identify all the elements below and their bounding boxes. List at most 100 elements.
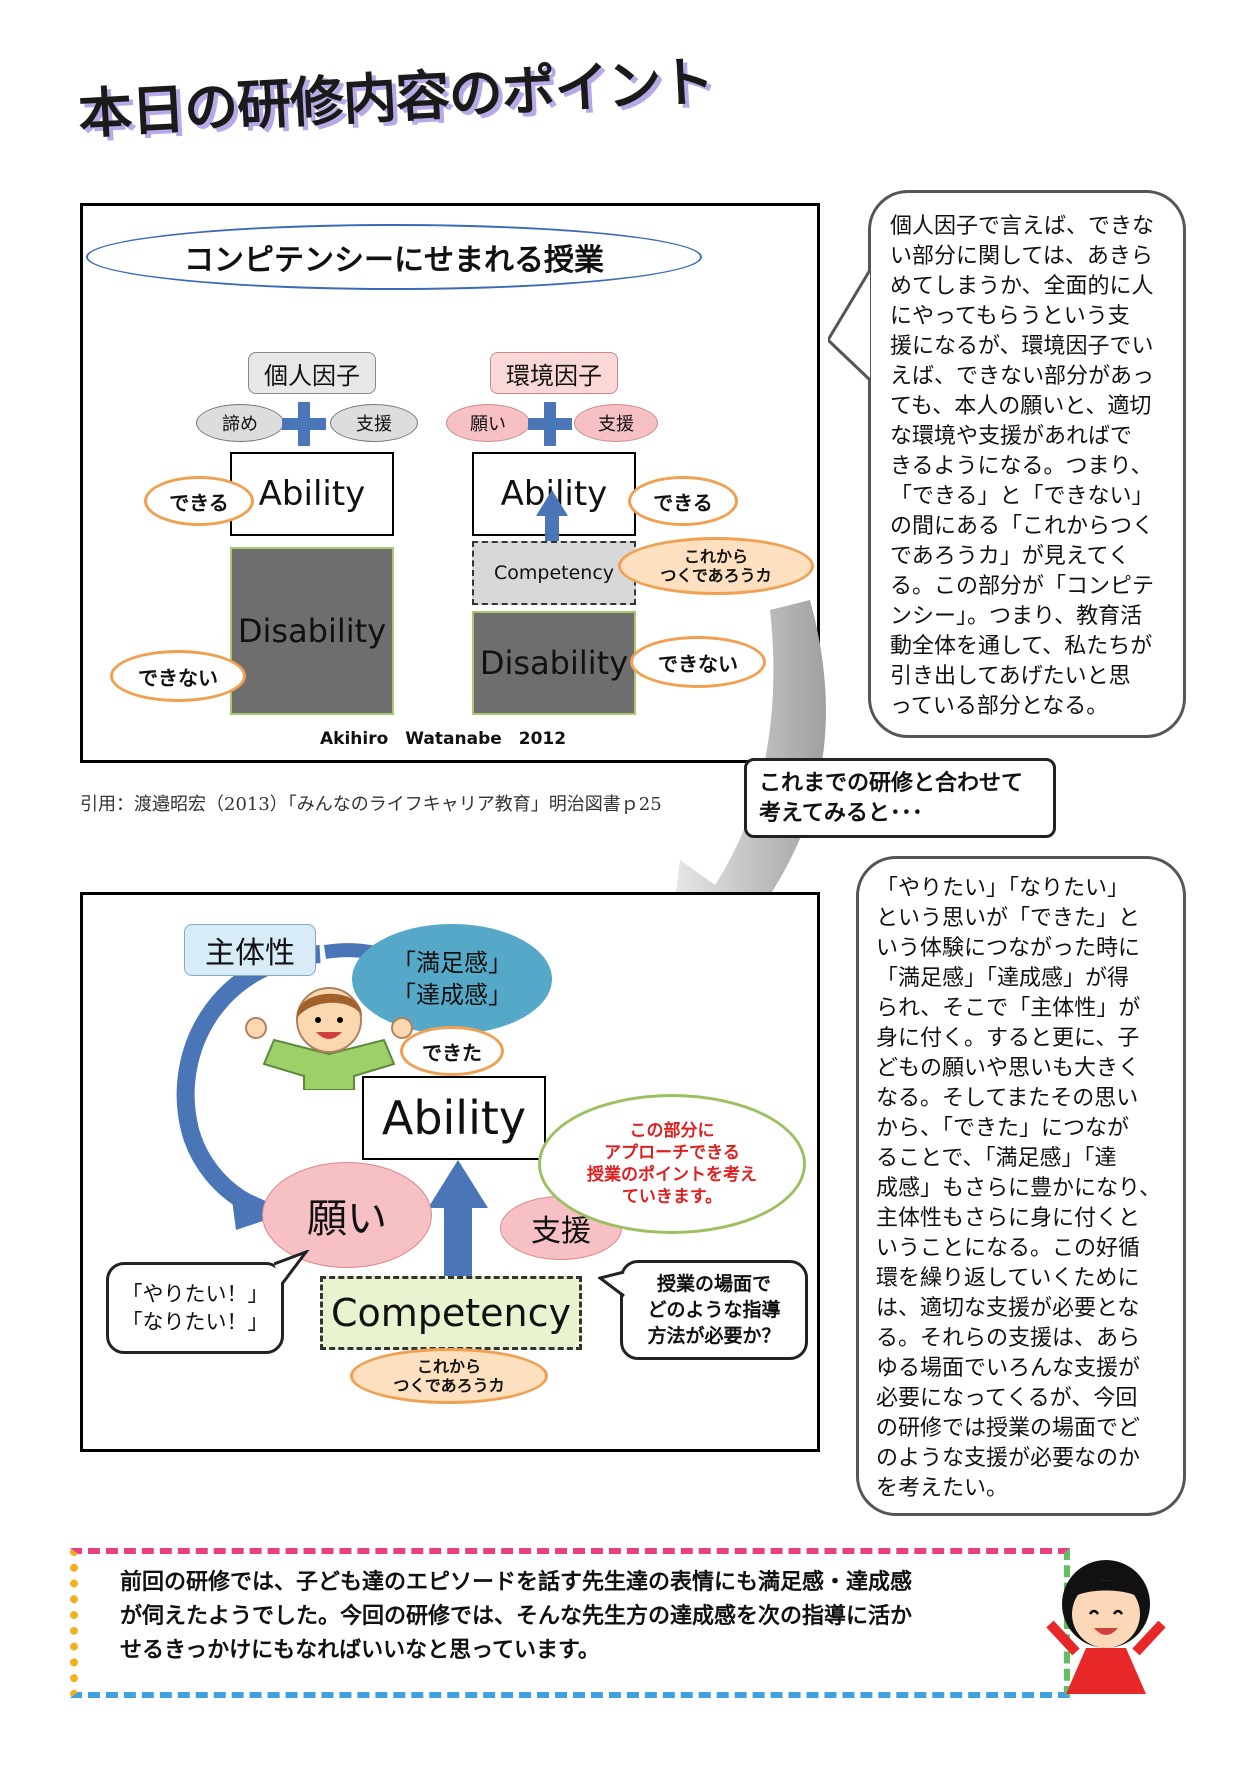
potential-oval-top: これから つくであろうカ [618,537,814,595]
bubble-tail [828,270,872,382]
text-line: 個人因子で言えば、できな [890,214,1155,239]
approach-line: 授業のポイントを考え [587,1165,757,1185]
text-line: 成感」もさらに豊かになり、 [876,1176,1162,1201]
ability-box-bottom: Ability [362,1076,546,1160]
text-line: を考えたい。 [876,1476,1009,1501]
up-arrow-icon [428,1160,488,1290]
text-line: えば、できない部分があっ [890,364,1155,389]
text-line: 身に付く。すると更に、子 [876,1026,1140,1051]
footer-text: 前回の研修では、子ども達のエピソードを話す先生達の表情にも満足感・達成感 が伺え… [120,1566,1040,1668]
text-line: 環を繰り返していくために [876,1266,1140,1291]
question-line: どのような指導 [647,1299,781,1321]
right-top-text: 個人因子で言えば、できな い部分に関しては、あきら めてしまうか、全面的に人 に… [890,212,1176,722]
satisfaction-text: 「満足感」 [392,949,512,977]
text-line: なる。そしてまたその思い [876,1086,1139,1111]
text-line: 「できる」と「できない」 [890,484,1154,509]
wish-pill-top: 願い [446,404,530,442]
potential-line-1: これから [416,1357,481,1376]
can-oval-right: できる [628,476,738,526]
satisfaction-oval: 「満足感」 「達成感」 [352,924,552,1034]
text-line: 「満足感」「達成感」が得 [876,966,1130,991]
callout-line: これまでの研修と合わせて [759,771,1024,796]
autonomy-label: 主体性 [184,924,316,976]
callout-box: これまでの研修と合わせて 考えてみると･･･ [744,758,1056,838]
bubble-tail [598,1270,625,1298]
text-line: 「やりたい」「なりたい」 [876,876,1130,901]
text-line: 主体性もさらに身に付くと [876,1206,1141,1231]
speech-bubble-top [868,190,1186,738]
question-bubble: 授業の場面で どのような指導 方法が必要か？ [620,1260,808,1360]
individual-factor-label: 個人因子 [248,352,376,394]
heading-oval: コンピテンシーにせまれる授業 [86,224,702,290]
callout-line: 考えてみると･･･ [759,801,923,826]
disability-box-left: Disability [230,547,394,715]
page-title: 本日の研修内容のポイント [76,49,716,146]
want-line-1: 「やりたい！」 [121,1282,269,1306]
question-line: 方法が必要か？ [647,1325,781,1347]
citation: 引用：渡邉昭宏（2013）「みんなのライフキャリア教育」明治図書ｐ25 [80,794,662,815]
environment-factor-label: 環境因子 [490,352,618,394]
bubble-tail [274,1250,310,1285]
cannot-oval-right: できない [630,636,766,688]
text-line: ンシー」。つまり、教育活 [890,604,1143,629]
text-line: 引き出してあげたいと思 [890,664,1131,689]
wish-oval: 願い [262,1162,432,1268]
text-line: にやってもらうという支 [890,304,1130,329]
achievement-text: 「達成感」 [392,981,512,1009]
text-line: られ、そこで「主体性」が [876,996,1141,1021]
right-bottom-text: 「やりたい」「なりたい」 という思いが「できた」と いう体験につながった時に 「… [876,874,1176,1504]
potential-oval-bottom: これから つくであろうカ [350,1348,548,1404]
text-line: ても、本人の願いと、適切 [890,394,1152,419]
question-line: 授業の場面で [656,1273,771,1295]
diagram-credit: Akihiro Watanabe 2012 [320,729,567,749]
top-heading: コンピテンシーにせまれる授業 [184,243,604,278]
text-line: のような支援が必要なのか [876,1446,1141,1471]
text-line: ゆる場面でいろんな支援が [876,1356,1141,1381]
competency-box-bottom: Competency [320,1276,582,1350]
text-line: っている部分となる。 [890,694,1109,719]
text-line: いう体験につながった時に [876,936,1141,961]
cannot-oval-left: できない [110,650,246,702]
text-line: 援になるが、環境因子でい [890,334,1154,359]
footer-line: せるきっかけにもなればいいなと思っています。 [120,1638,600,1663]
footer-line: が伺えたようでした。今回の研修では、そんな先生方の達成感を次の指導に活か [120,1604,913,1629]
text-line: 動全体を通して、私たちが [890,634,1153,659]
text-line: いうことになる。この好循 [876,1236,1141,1261]
text-line: めてしまうか、全面的に人 [890,274,1154,299]
can-oval-left: できる [144,476,254,526]
text-line: ることで、「満足感」「達 [876,1146,1117,1171]
plus-icon [282,402,326,446]
text-line: から、「できた」につなが [876,1116,1130,1141]
potential-line-2: つくであろうカ [660,566,772,585]
did-it-oval: できた [400,1026,504,1076]
text-line: る。それらの支援は、あら [876,1326,1141,1351]
support-pill-right: 支援 [574,404,658,442]
support-pill-left: 支援 [330,404,418,442]
approach-bubble: この部分に アプローチできる 授業のポイントを考え ていきます。 [538,1094,806,1234]
text-line: は、適切な支援が必要とな [876,1296,1140,1321]
speech-bubble-bottom [856,856,1186,1516]
potential-line-2: つくであろうカ [393,1376,505,1395]
text-line: の研修では授業の場面でど [876,1416,1141,1441]
footer-line: 前回の研修では、子ども達のエピソードを話す先生達の表情にも満足感・達成感 [120,1570,913,1595]
text-line: 必要になってくるが、今回 [876,1386,1138,1411]
girl-illustration-icon [1046,1560,1166,1694]
text-line: という思いが「できた」と [876,906,1141,931]
approach-line: ていきます。 [621,1187,723,1207]
text-line: い部分に関しては、あきら [890,244,1153,269]
disability-box-right: Disability [472,611,636,715]
plus-icon [528,402,572,446]
text-line: であろうカ」が見えてく [890,544,1131,569]
potential-line-1: これから [683,547,748,566]
child-illustration-icon [245,987,413,1090]
text-line: きるようになる。つまり、 [890,454,1153,479]
approach-line: この部分に [629,1121,715,1141]
text-line: る。この部分が「コンピテ [890,574,1155,599]
approach-line: アプローチできる [604,1143,740,1163]
want-bubble: 「やりたい！」 「なりたい！」 [106,1262,284,1354]
competency-box-top: Competency [472,541,636,605]
want-line-2: 「なりたい！」 [121,1310,269,1334]
text-line: な環境や支援があればで [890,424,1133,449]
text-line: どもの願いや思いも大きく [876,1056,1141,1081]
text-line: の間にある「これからつく [890,514,1155,539]
